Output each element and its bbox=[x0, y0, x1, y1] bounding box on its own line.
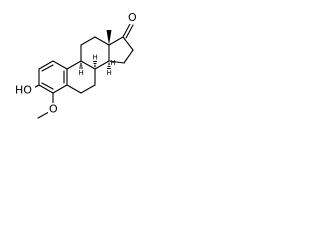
methoxy-oxygen-label: O bbox=[49, 103, 58, 116]
bond-co-double bbox=[125, 24, 134, 39]
ring-b bbox=[66, 60, 96, 94]
bond-b1 bbox=[66, 60, 82, 70]
bond-c3 bbox=[94, 36, 110, 46]
hash-bond-c14 bbox=[106, 62, 112, 70]
methoxy-o-label-bg bbox=[48, 103, 58, 115]
methyl-wedge-bond bbox=[106, 30, 112, 45]
bond-d3 bbox=[123, 49, 134, 64]
bond-b5 bbox=[66, 84, 82, 94]
ring-d bbox=[108, 36, 134, 64]
bond-co bbox=[122, 23, 131, 38]
bond-a4 bbox=[52, 84, 68, 94]
bond-a2 bbox=[52, 60, 68, 70]
h-c13-label: H bbox=[111, 59, 116, 67]
bond-b2 bbox=[80, 60, 96, 70]
ring-c bbox=[80, 36, 110, 70]
structure-canvas: HO O O H H H H bbox=[0, 0, 151, 122]
bond-o-ch3 bbox=[37, 111, 50, 119]
bond-c2 bbox=[80, 36, 96, 46]
h-c8-label: H bbox=[93, 54, 98, 62]
hash-bond-c8 bbox=[92, 60, 98, 68]
bond-d2 bbox=[122, 36, 134, 51]
bond-b4 bbox=[80, 84, 96, 94]
bond-d1 bbox=[108, 36, 124, 46]
ho-label-bg bbox=[14, 84, 35, 96]
hydroxyl-label: HO bbox=[15, 84, 32, 97]
ketone-oxygen-label: O bbox=[128, 11, 137, 24]
ketone-o-label-bg bbox=[127, 12, 137, 24]
ketone-group bbox=[122, 23, 134, 39]
ring-a bbox=[38, 60, 68, 94]
bond-a1 bbox=[38, 60, 54, 70]
hash-bond-c9 bbox=[78, 62, 84, 69]
bond-a5 bbox=[38, 84, 54, 94]
bond-d4 bbox=[108, 60, 125, 64]
h-c9-label: H bbox=[79, 69, 84, 77]
bond-a5-double bbox=[41, 82, 54, 90]
bond-c5 bbox=[94, 60, 110, 70]
molecule-diagram: HO O O H H H H bbox=[14, 11, 137, 119]
bond-a1-double bbox=[41, 64, 54, 72]
h-c14-label: H bbox=[107, 69, 112, 77]
methoxy-group bbox=[37, 92, 54, 119]
